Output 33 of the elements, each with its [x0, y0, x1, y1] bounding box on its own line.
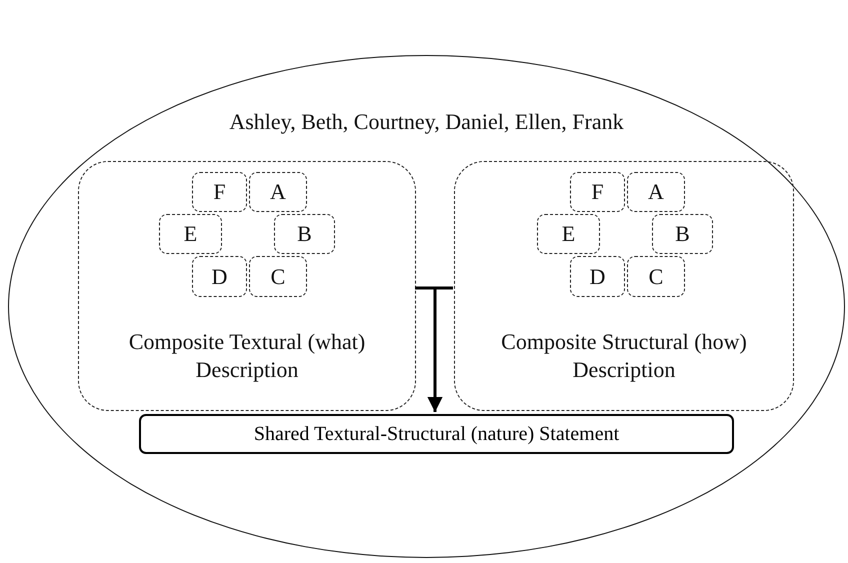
member-letter: A [270, 179, 286, 205]
member-box [192, 172, 247, 212]
description-text: Composite Structural (how) Description [500, 328, 748, 383]
member-letter: B [675, 221, 690, 247]
member-letter: C [270, 264, 286, 290]
member-letter: D [590, 264, 606, 290]
member-letter: D [212, 264, 228, 290]
member-box [570, 172, 625, 212]
member-box [627, 172, 685, 212]
arrow [428, 286, 453, 412]
member-box [249, 256, 307, 297]
member-letter: F [213, 179, 226, 205]
member-box [570, 256, 625, 297]
statement-box [139, 414, 734, 454]
member-box [652, 214, 713, 254]
dashed-group-box [78, 161, 416, 411]
member-letter: E [184, 221, 198, 247]
member-box [192, 256, 247, 297]
member-box [627, 256, 685, 297]
member-letter: B [297, 221, 312, 247]
dashed-group-box [454, 161, 794, 411]
member-box [159, 214, 222, 254]
member-letter: C [648, 264, 664, 290]
member-letter: A [648, 179, 664, 205]
statement-text: Shared Textural-Structural (nature) Statement [254, 422, 620, 446]
member-box [537, 214, 600, 254]
member-letter: F [591, 179, 604, 205]
participant-names: Ashley, Beth, Courtney, Daniel, Ellen, Frank [228, 108, 625, 136]
ellipse [8, 55, 845, 558]
member-box [249, 172, 307, 212]
description-text: Composite Textural (what) Description [128, 328, 366, 383]
member-letter: E [562, 221, 576, 247]
member-box [274, 214, 335, 254]
